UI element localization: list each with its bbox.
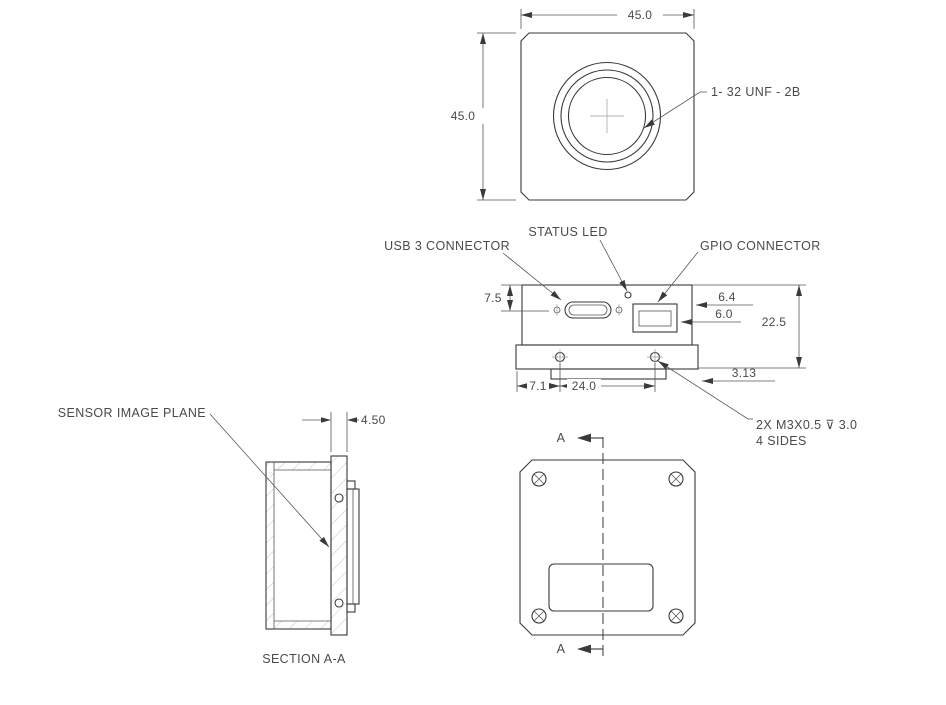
back-view: A A (519, 431, 696, 656)
gpio-connector-label: GPIO CONNECTOR (700, 239, 821, 253)
dim-text-mask (441, 108, 487, 124)
height-dim-text: 22.5 (762, 315, 787, 329)
dim-text-mask (527, 379, 549, 393)
section-arrow-top (577, 433, 591, 443)
front-view: 45.0 45.0 1- 32 UNF - 2B (441, 7, 801, 201)
corner-screw (531, 608, 547, 624)
dim-text-mask (617, 7, 663, 23)
front-width-dim-text: 45.0 (628, 8, 653, 22)
front-height-dim-text: 45.0 (451, 109, 476, 123)
front-body-outline (520, 32, 695, 201)
flange-distance-arrow-left (321, 417, 331, 423)
flange-distance-dim-text: 4.50 (361, 413, 386, 427)
usb3-leader-line (502, 252, 562, 301)
section-arrow-bottom (577, 644, 591, 654)
back-body-outline (519, 459, 696, 636)
status-led-leader-line (599, 239, 628, 292)
thread-label: 1- 32 UNF - 2B (711, 85, 801, 99)
flange-distance-arrow-right (347, 417, 357, 423)
usb3-screw-post-marks (556, 304, 620, 316)
usb3-connector-label: USB 3 CONNECTOR (384, 239, 510, 253)
front-width-extension-lines (520, 9, 695, 29)
gpio-offset-dim-text: 6.0 (715, 307, 733, 321)
lens-thread-circle (567, 76, 647, 156)
top-view: USB 3 CONNECTOR STATUS LED GPIO CONNECTO… (384, 225, 857, 448)
lens-barrel-step-bottom (346, 603, 356, 613)
mounting-hole-center-marks (552, 349, 663, 365)
section-caption: SECTION A-A (262, 652, 346, 666)
gpio-connector-inner (638, 310, 672, 327)
corner-screw-cross (534, 474, 544, 484)
corner-screw-cross (534, 611, 544, 621)
hole-spacing-dim-text: 24.0 (572, 379, 597, 393)
front-plate-hatch (331, 456, 347, 635)
section-hatch-top-wall (274, 462, 331, 470)
mount-note-leader-line (657, 360, 753, 420)
sensor-plane-leader-line (209, 413, 330, 548)
lens-mount-mid-circle (560, 69, 654, 163)
flange-distance-extension-lines (330, 412, 348, 452)
section-body-inner-lines (273, 462, 331, 629)
back-corner-screws (531, 471, 684, 624)
usb-offset-extension-lines (501, 284, 549, 312)
lens-center-mark (590, 99, 624, 133)
usb3-connector-inner (568, 304, 608, 316)
section-view: 4.50 SENSOR IMAGE PLANE SECTION A-A (58, 406, 386, 666)
lens-barrel-step-top (346, 480, 356, 490)
hole-edge-dim-text: 7.1 (529, 379, 547, 393)
plate-screw-top (334, 493, 344, 503)
mount-note-line1: 2X M3X0.5 ⊽ 3.0 (756, 418, 857, 432)
section-mark-bottom-text: A (557, 642, 566, 656)
corner-screw (668, 608, 684, 624)
top-body-outline (521, 284, 693, 346)
section-hatch-bottom-wall (274, 621, 331, 629)
mount-note-line2: 4 SIDES (756, 434, 807, 448)
usb-offset-dim-text: 7.5 (484, 291, 502, 305)
back-label-plate (548, 563, 654, 612)
dim-text-mask (567, 379, 601, 393)
usb3-connector-outer (564, 301, 612, 319)
corner-screw-cross (671, 611, 681, 621)
corner-screw-cross (671, 474, 681, 484)
status-led (624, 291, 632, 299)
gpio-connector-outer (632, 303, 678, 333)
corner-screw (531, 471, 547, 487)
corner-screw (668, 471, 684, 487)
top-flange-outline (515, 344, 699, 370)
flange-step-dim-text: 3.13 (732, 366, 757, 380)
top-lens-barrel (550, 368, 667, 380)
section-mark-top-text: A (557, 431, 566, 445)
sensor-plane-label: SENSOR IMAGE PLANE (58, 406, 206, 420)
status-led-label: STATUS LED (528, 225, 607, 239)
thread-leader-line (643, 91, 707, 129)
plate-screw-bottom (334, 598, 344, 608)
gpio-leader-line (657, 251, 699, 303)
height-extension-lines (692, 284, 806, 369)
section-hatch-left-wall (266, 462, 274, 629)
lens-mount-outer-circle (552, 61, 662, 171)
led-offset-dim-text: 6.4 (718, 290, 736, 304)
